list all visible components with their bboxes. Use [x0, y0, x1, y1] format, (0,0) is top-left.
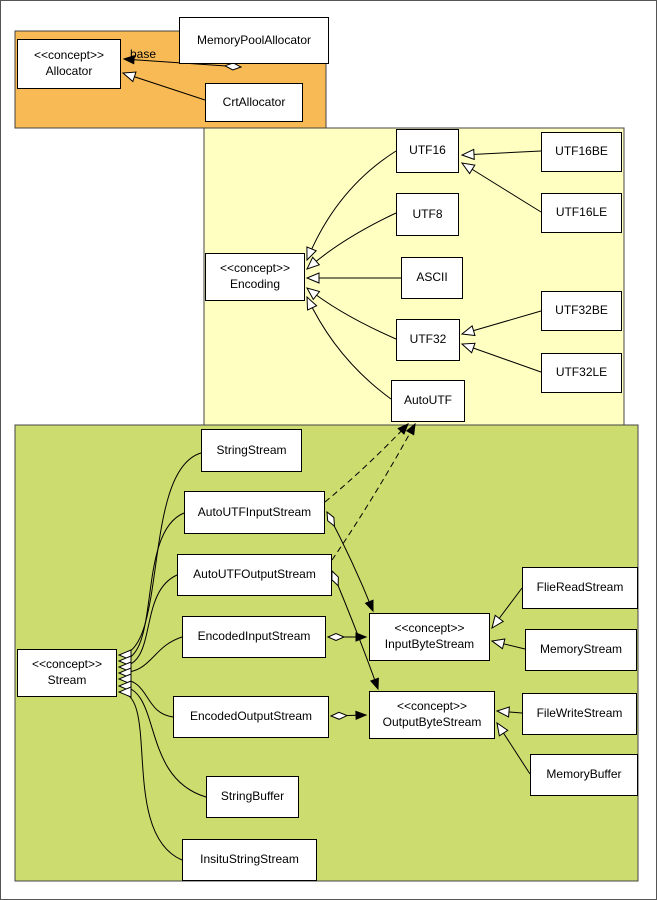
- node-allocator-concept: <<concept>> Allocator: [17, 39, 121, 89]
- edge-encodedoutputstream-outputbytestream: [331, 715, 366, 716]
- node-stream-concept: <<concept>> Stream: [17, 649, 117, 697]
- node-crt-allocator: CrtAllocator: [205, 83, 303, 122]
- edge-label-base: base: [130, 47, 157, 61]
- node-memory-buffer: MemoryBuffer: [530, 754, 638, 796]
- node-utf16le: UTF16LE: [541, 193, 622, 233]
- edge-filewritestream-outputbytestream: [495, 706, 523, 718]
- edge-fliereadstream-inputbytestream: [491, 587, 523, 630]
- node-autoutf-output-stream: AutoUTFOutputStream: [177, 554, 332, 596]
- edge-insitustringstream-stream: [117, 686, 183, 861]
- edge-utf8-encoding: [306, 212, 397, 270]
- edge-autoutfinputstream-stream: [117, 512, 185, 667]
- node-utf8: UTF8: [396, 193, 459, 236]
- edge-encodedoutputstream-stream: [117, 673, 174, 718]
- node-utf32le: UTF32LE: [541, 353, 622, 393]
- edge-memorystream-inputbytestream: [490, 638, 526, 650]
- edge-autoutfoutputstream-stream: [117, 574, 178, 673]
- edge-autoutfoutputstream-outputbytestream: [332, 571, 378, 689]
- edge-autoutfoutputstream-autoutf-dependency: [331, 422, 416, 561]
- node-encoding-concept: <<concept>> Encoding: [205, 253, 305, 301]
- node-insitu-string-stream: InsituStringStream: [182, 839, 317, 881]
- edge-crtallocator-allocator: [121, 71, 206, 101]
- node-flie-read-stream: FlieReadStream: [522, 567, 638, 609]
- node-utf16: UTF16: [396, 129, 459, 173]
- edge-autoutfinputstream-autoutf-dependency: [324, 423, 409, 503]
- edge-stringbuffer-stream: [117, 680, 207, 798]
- node-string-buffer: StringBuffer: [206, 776, 299, 818]
- edge-memorybuffer-outputbytestream: [496, 721, 531, 775]
- edge-encodedinputstream-stream: [117, 636, 183, 679]
- node-file-write-stream: FileWriteStream: [522, 693, 637, 735]
- edge-utf32-encoding: [305, 287, 397, 340]
- edge-utf16le-utf16: [460, 162, 542, 213]
- node-encoded-input-stream: EncodedInputStream: [182, 616, 326, 658]
- node-utf16be: UTF16BE: [541, 132, 622, 172]
- node-string-stream: StringStream: [201, 429, 302, 472]
- edge-utf16be-utf16: [460, 148, 542, 161]
- node-ascii: ASCII: [401, 257, 463, 299]
- edge-autoutf-encoding: [306, 295, 392, 400]
- node-encoded-output-stream: EncodedOutputStream: [173, 696, 329, 738]
- edge-utf32le-utf32: [460, 342, 542, 373]
- node-output-byte-stream-concept: <<concept>> OutputByteStream: [369, 691, 495, 739]
- node-input-byte-stream-concept: <<concept>> InputByteStream: [369, 613, 490, 661]
- edge-utf16-encoding: [306, 150, 397, 262]
- edge-stringstream-stream: [117, 452, 202, 661]
- node-utf32be: UTF32BE: [541, 291, 622, 331]
- node-autoutf-input-stream: AutoUTFInputStream: [184, 491, 325, 534]
- node-memory-stream: MemoryStream: [525, 629, 637, 671]
- node-autoutf: AutoUTF: [391, 380, 465, 422]
- node-utf32: UTF32: [396, 319, 460, 361]
- edge-utf32be-utf32: [460, 310, 542, 337]
- node-memory-pool-allocator: MemoryPoolAllocator: [179, 17, 329, 64]
